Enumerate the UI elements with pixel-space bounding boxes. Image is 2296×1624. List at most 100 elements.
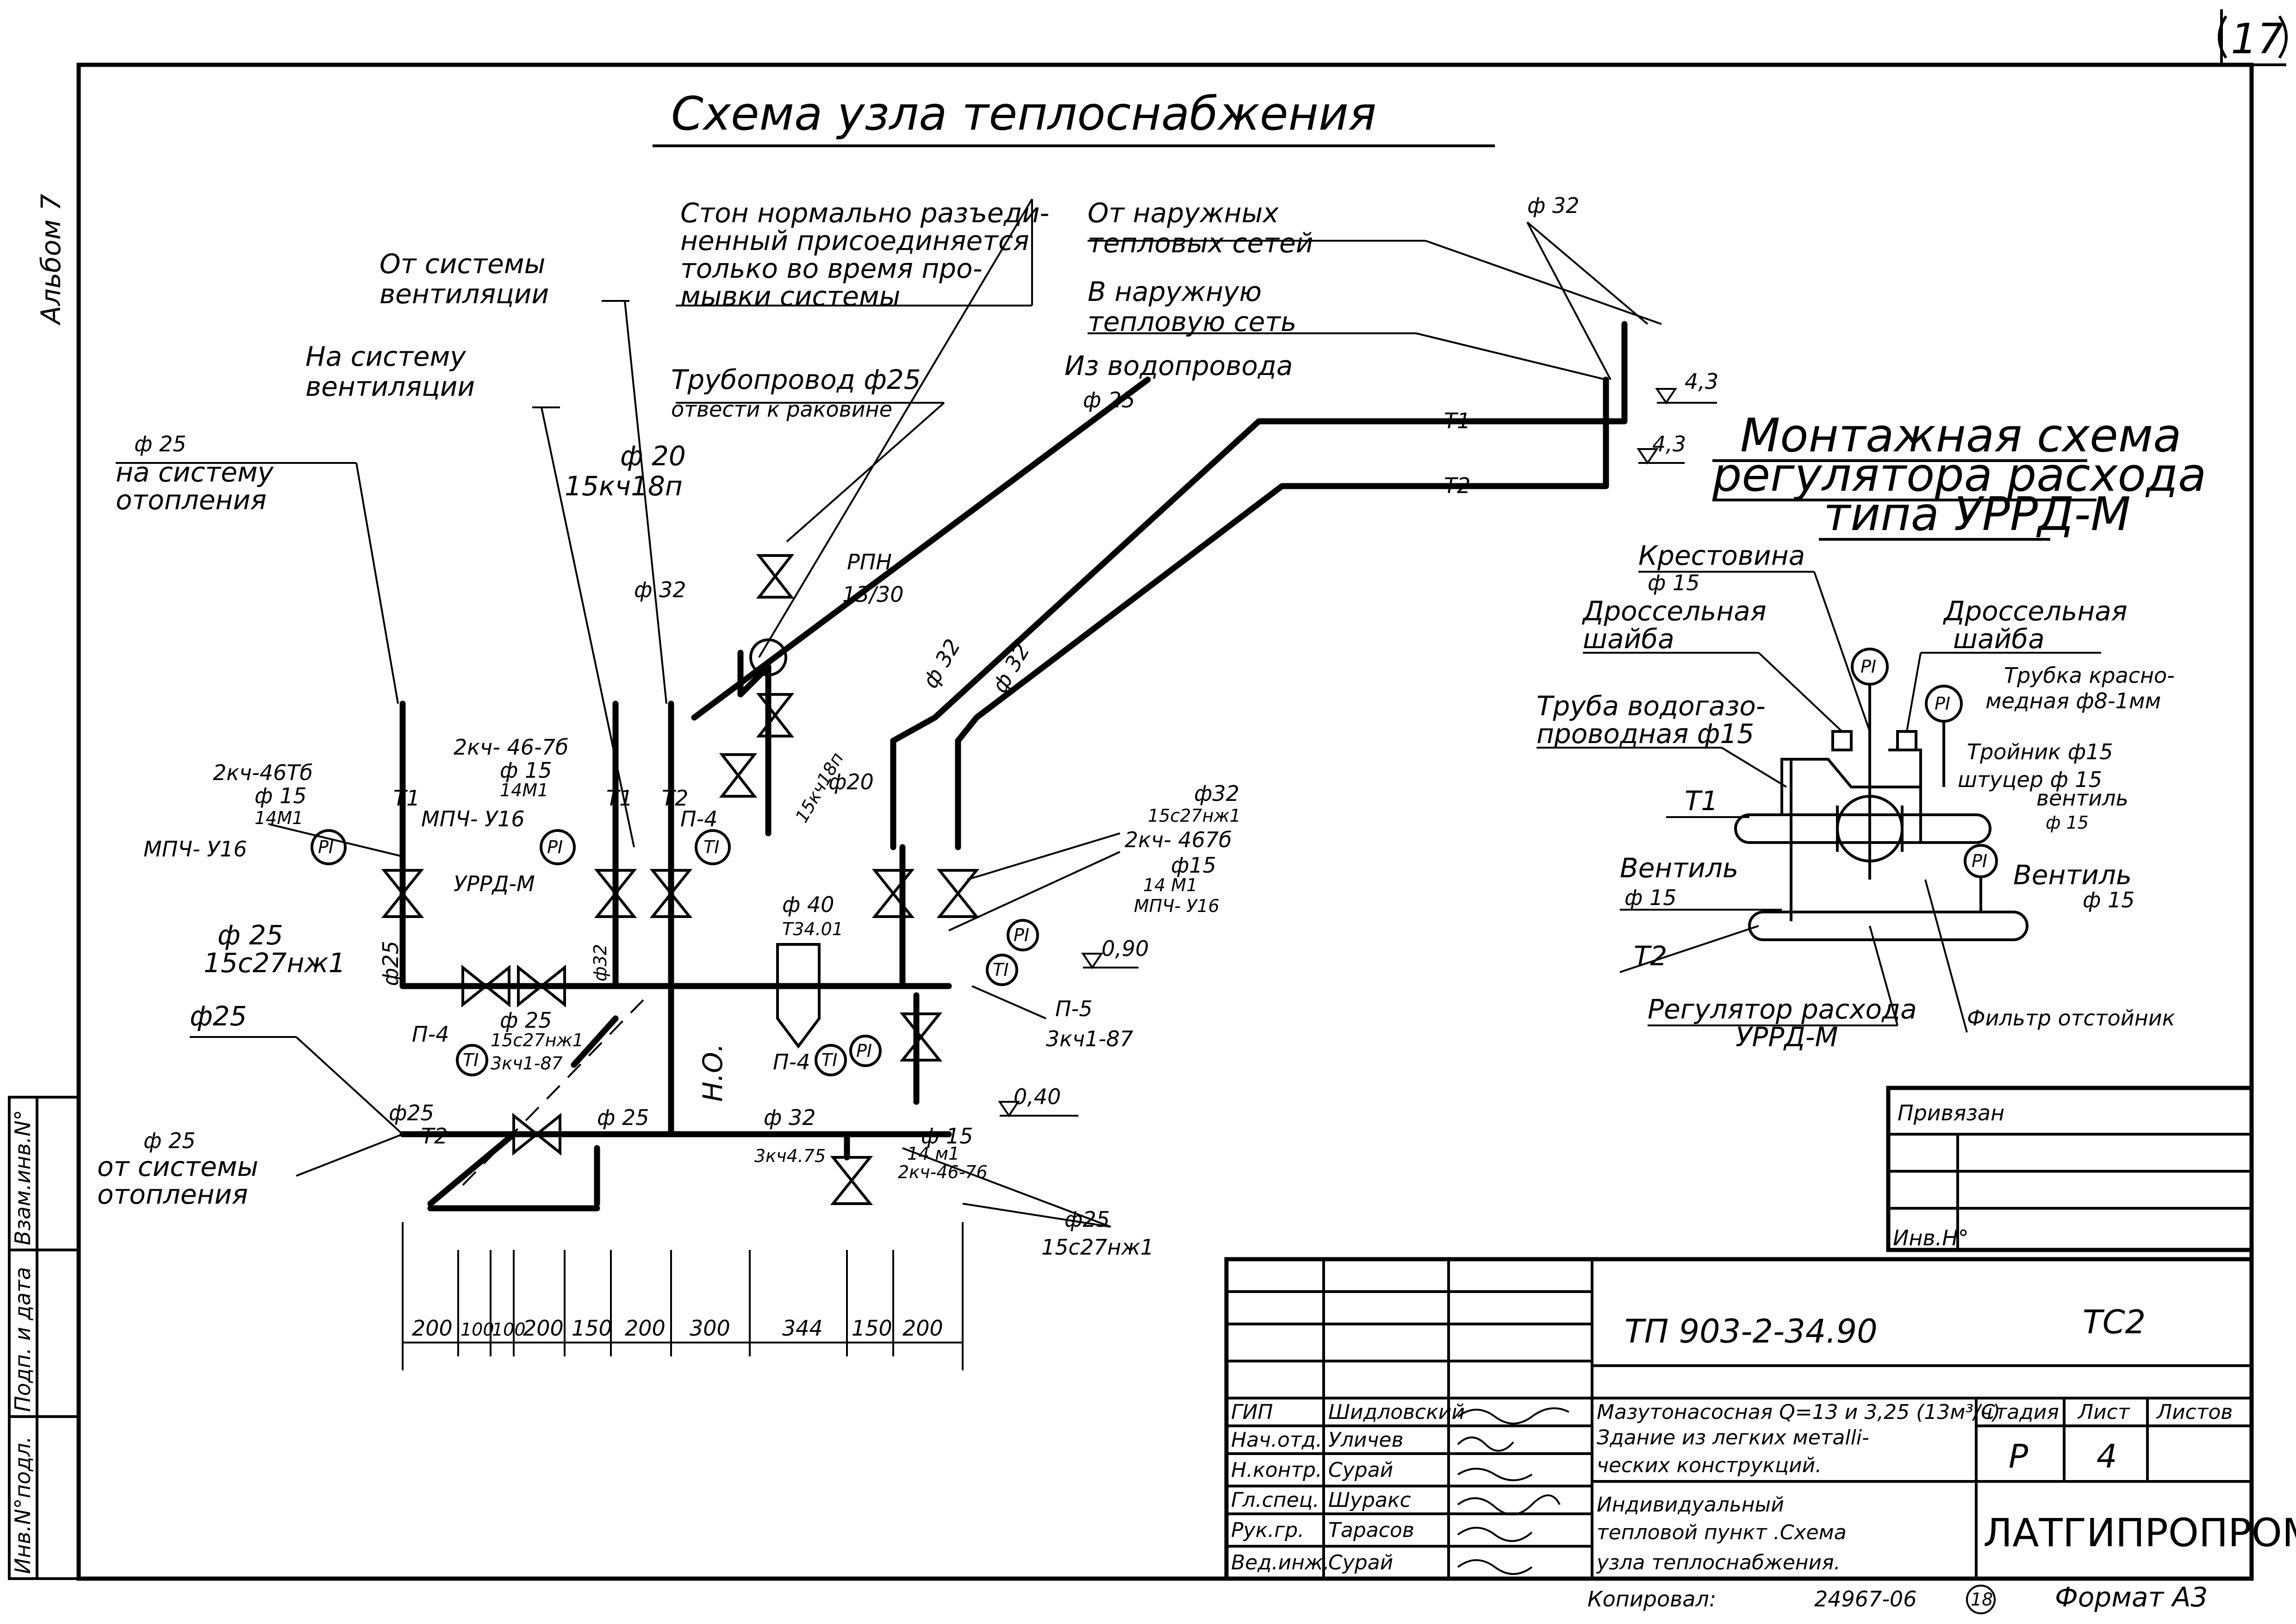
main-piping: [399, 321, 1628, 1212]
detail-pi-1: PI: [1860, 656, 1876, 677]
from-water: Из водопровода: [1064, 350, 1293, 381]
ti-label-4: TI: [993, 960, 1008, 980]
t3401: Т34.01: [782, 919, 843, 939]
side-stamp: Инв.N°подл. Подп. и дата Взам.инв.N°: [8, 1096, 80, 1580]
d25-vert: ф25: [378, 941, 403, 986]
to-outer-1: В наружную: [1088, 276, 1262, 307]
thermometer-icon: [456, 1044, 488, 1076]
name-2: Уличев: [1328, 1428, 1404, 1452]
signature: [1457, 1494, 1561, 1516]
valve-r1-1: вентиль: [2036, 786, 2128, 811]
detail-pi-3: PI: [1972, 851, 1987, 871]
detail-pi-2: PI: [1935, 693, 1950, 714]
t1-label: Т1: [1444, 408, 1470, 433]
from-outer-1: От наружных: [1088, 197, 1279, 229]
stage-header: Стадия: [1981, 1400, 2059, 1424]
from-heating-3: отопления: [97, 1179, 248, 1210]
format-label: Формат А3: [2055, 1581, 2208, 1613]
name-4: Шуракс: [1328, 1488, 1411, 1512]
copper-1: Трубка красно-: [2004, 663, 2175, 688]
v15s27-br: 15с27нж1: [1041, 1235, 1154, 1260]
elev-43a: 4,3: [1685, 369, 1718, 394]
valve-l-2: ф 15: [1624, 885, 1676, 910]
t2-mark: Т2: [421, 1124, 448, 1149]
pressure-gauge-icon: [540, 829, 576, 865]
d15-b: ф 15: [921, 1124, 973, 1149]
dim-9: 150: [852, 1316, 892, 1341]
valve-r2-1: Вентиль: [2013, 859, 2132, 891]
d25-br: ф25: [1064, 1207, 1110, 1232]
dim-2: 100: [460, 1319, 494, 1340]
pi-label-1: PI: [318, 837, 334, 857]
d15-r: ф15: [1171, 853, 1216, 878]
d20-b: ф20: [828, 769, 874, 794]
title-3: узла теплоснабжения.: [1596, 1551, 1841, 1574]
v2kch-m: 2кч- 46-7б: [454, 735, 568, 760]
ekch475: 3кч4.75: [754, 1146, 826, 1166]
detail-t1: Т1: [1685, 785, 1718, 817]
sheet-code: ТС2: [2083, 1303, 2146, 1341]
main-labels: Стон нормально разъеди- ненный присоедин…: [97, 193, 1718, 1260]
leader-lines: [116, 198, 1662, 1228]
thermometer-icon: [986, 954, 1018, 986]
regulator-2: УРРД-М: [1736, 1021, 1838, 1053]
pi-label-2: PI: [547, 837, 563, 857]
signature: [1457, 1468, 1533, 1481]
from-vent-2: вентиляции: [380, 278, 549, 310]
stop-note-3: только во время про-: [680, 253, 983, 284]
filter: Фильтр отстойник: [1967, 1006, 2175, 1031]
v2kch-b: 2кч-46-76: [898, 1162, 988, 1182]
ekch187-r: 3кч1-87: [1046, 1026, 1133, 1051]
t2-riser: Т2: [662, 786, 688, 811]
tube-1: Труба водогазо-: [1537, 690, 1766, 722]
role-3: Н.контр.: [1231, 1458, 1322, 1482]
v15s27-r: 15с27нж1: [1148, 806, 1241, 826]
v15s27-l: 15с27нж1: [204, 947, 346, 979]
d25-bot: ф25: [190, 1000, 247, 1032]
dimension-chain: 200 100 100 200 150 200 300 344 150 200: [402, 1222, 964, 1370]
d25-mix: ф 25: [597, 1105, 649, 1130]
pressure-gauge-icon: [1925, 685, 1963, 723]
copy-number: 24967-06: [1814, 1587, 1916, 1612]
name-1: Шидловский: [1328, 1400, 1465, 1424]
d32-top: ф 32: [1527, 193, 1579, 218]
mpch-l: МПЧ- У16: [143, 837, 247, 862]
sheet-value: 4: [2097, 1437, 2117, 1475]
d20-a: ф 20: [620, 440, 686, 472]
v2kch-l: 2кч-46Тб: [213, 760, 313, 785]
stop-note-4: мывки системы: [680, 281, 900, 312]
role-2: Нач.отд.: [1231, 1428, 1322, 1452]
cross-2: ф 15: [1648, 570, 1699, 595]
to-vent-2: вентиляции: [305, 371, 475, 402]
ekch187: 3кч1-87: [491, 1053, 563, 1074]
title-1: Индивидуальный: [1597, 1493, 1784, 1517]
title-block: Привязан Инв.Н° ТП 903-2-34.90 ТС2 ГИП Н…: [1224, 1086, 2296, 1614]
object-3: ческих конструкций.: [1597, 1454, 1822, 1477]
no-label: Н.О.: [697, 1043, 728, 1102]
object-1: Мазутонасосная Q=13 и 3,25 (13м³/ч): [1597, 1400, 2000, 1424]
ti-label-1: TI: [703, 837, 719, 857]
urrd: УРРД-М: [454, 871, 535, 896]
d32-v1: ф 32: [918, 635, 965, 692]
t1-riser-2: Т1: [606, 786, 633, 811]
v15s27-m: 15с27нж1: [491, 1030, 584, 1050]
t1-riser-1: Т1: [393, 786, 420, 811]
role-4: Гл.спец.: [1231, 1488, 1319, 1512]
d32-mid: ф 32: [634, 577, 686, 602]
d25-v: ф 25: [218, 919, 283, 951]
from-vent-1: От системы: [380, 248, 545, 280]
role-5: Рук.гр.: [1231, 1518, 1304, 1542]
dim-4: 200: [523, 1316, 564, 1341]
valve-r1-2: ф 15: [2046, 812, 2089, 833]
pipe-sink-2: отвести к раковине: [671, 397, 892, 422]
d32-b: ф 32: [764, 1105, 815, 1130]
regulator-1: Регулятор расхода: [1648, 993, 1917, 1025]
side-cell-3: Взам.инв.N°: [10, 1110, 35, 1245]
rpn-val: 13/30: [842, 582, 904, 607]
name-3: Сурай: [1328, 1458, 1393, 1482]
name-5: Тарасов: [1328, 1518, 1414, 1542]
orifice-r-2: шайба: [1953, 623, 2045, 655]
p4-a: П-4: [412, 1022, 449, 1047]
to-heating-1: ф 25: [134, 431, 186, 456]
